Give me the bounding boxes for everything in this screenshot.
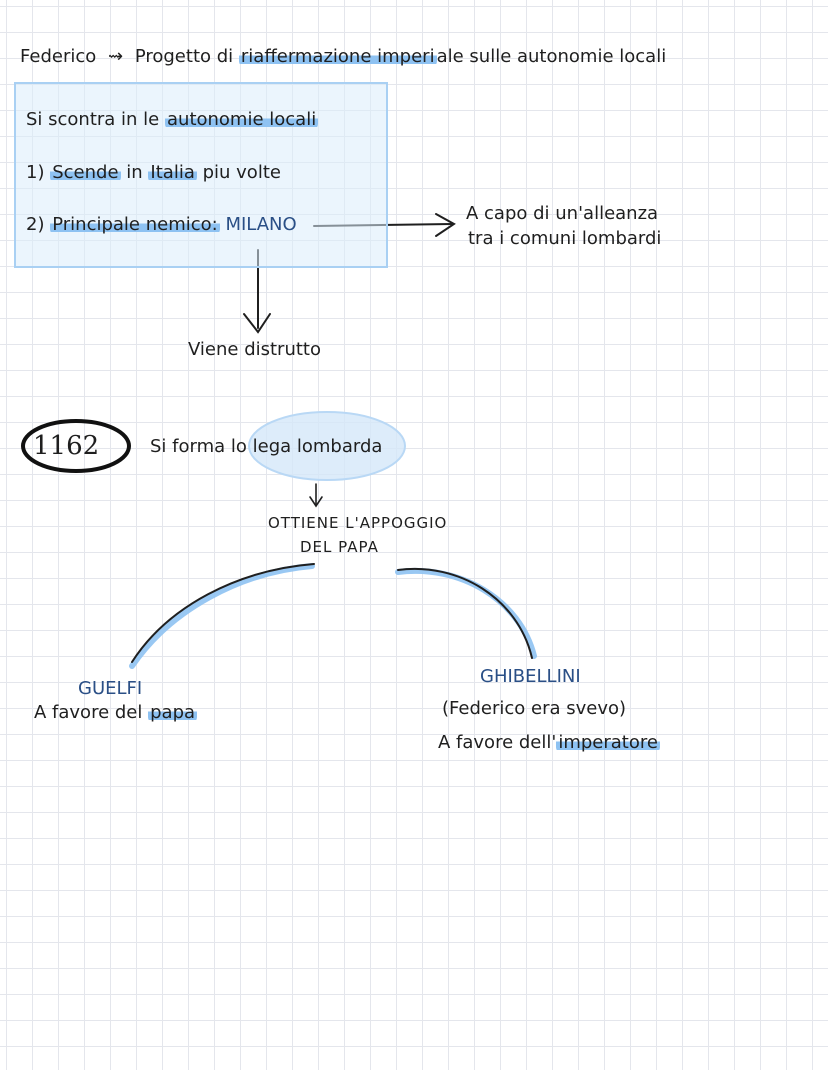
lega-pre: Si forma lo xyxy=(150,436,247,457)
guelfi-name: GUELFI xyxy=(78,678,143,699)
destroyed-label: Viene distrutto xyxy=(188,339,321,360)
lega-circled: lega lombarda xyxy=(252,436,383,457)
title-line: Federico ⇝ Progetto di riaffermazione im… xyxy=(20,46,666,68)
box-line-2-mid: in xyxy=(126,162,143,183)
ghibellini-desc-pre: A favore dell' xyxy=(438,732,557,753)
box-line-2-number: 1) xyxy=(26,162,45,183)
ghibellini-desc: A favore dell'imperatore xyxy=(438,732,660,754)
lega-line: Si forma lo lega lombarda xyxy=(150,436,382,458)
support-line-2: DEL PAPA xyxy=(300,538,379,556)
branch-left xyxy=(129,563,315,669)
ghibellini-name: GHIBELLINI xyxy=(480,666,581,687)
alliance-line-1: A capo di un'alleanza xyxy=(466,203,659,224)
title-subject: Federico xyxy=(20,46,97,67)
box-line-2-post: piu volte xyxy=(202,162,281,183)
box-line-2: 1) Scende in Italia piu volte xyxy=(26,162,281,184)
title-pre: Progetto di xyxy=(134,46,234,67)
guelfi-desc: A favore del papa xyxy=(34,702,198,724)
branch-right-ink xyxy=(397,567,533,659)
branch-right xyxy=(395,567,537,659)
guelfi-desc-pre: A favore del xyxy=(34,702,143,723)
ghibellini-desc-highlight: imperatore xyxy=(556,732,660,753)
box-line-2-highlight-1: Scende xyxy=(50,162,121,183)
guelfi-desc-highlight: papa xyxy=(148,702,198,723)
year-label: 1162 xyxy=(33,431,100,461)
small-arrow-down-icon xyxy=(309,483,323,508)
box-line-3: 2) Principale nemico: MILANO xyxy=(26,214,297,236)
box-line-3-number: 2) xyxy=(26,214,45,235)
squiggle-arrow-icon: ⇝ xyxy=(108,46,124,67)
branch-left-ink xyxy=(131,563,315,663)
box-line-1: Si scontra in le autonomie locali xyxy=(26,109,319,131)
title-post: ale sulle autonomie locali xyxy=(436,46,667,67)
box-line-3-city: MILANO xyxy=(225,214,297,235)
title-highlight: riaffermazione imperi xyxy=(238,46,437,67)
box-line-1-highlight: autonomie locali xyxy=(165,109,319,130)
support-line-1: OTTIENE L'APPOGGIO xyxy=(268,514,448,532)
ghibellini-note: (Federico era svevo) xyxy=(442,698,627,719)
box-line-3-highlight: Principale nemico: xyxy=(50,214,220,235)
alliance-line-2: tra i comuni lombardi xyxy=(468,228,662,249)
box-line-2-highlight-2: Italia xyxy=(148,162,197,183)
box-line-1-pre: Si scontra in le xyxy=(26,109,160,130)
